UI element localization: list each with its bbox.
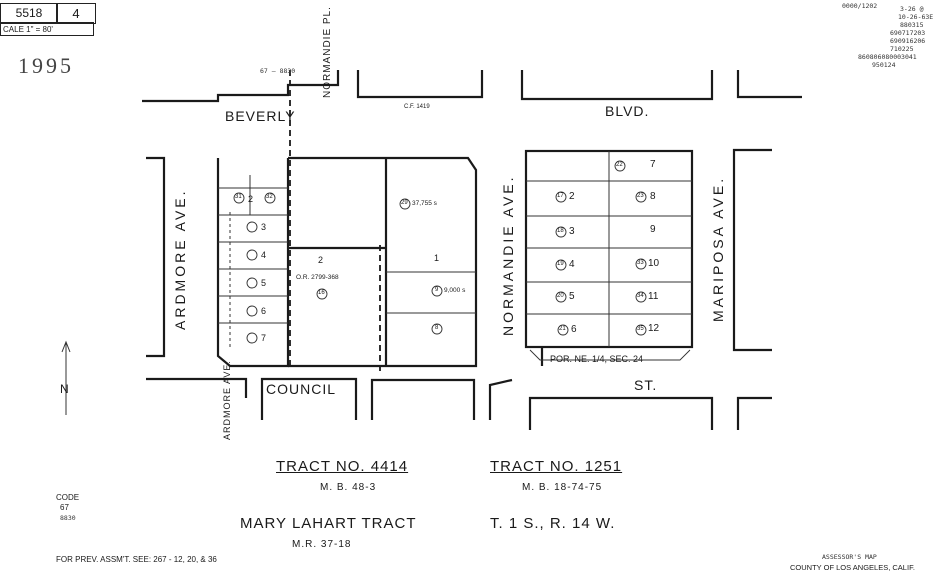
east-circle-34: 34 [637,293,644,299]
east-circle-23: 23 [637,193,644,199]
beverly-north-edge-4 [736,70,802,99]
west-lot-6: 6 [261,306,267,316]
revision-6: 710225 [890,45,914,53]
east-circle-17: 17 [557,193,564,199]
west-lot-7: 7 [261,333,267,343]
west-lot-5: 5 [261,278,267,288]
street-ardmore-ave: ARDMORE AVE. [172,188,188,330]
code-value: 67 [60,503,69,512]
east-lot-11: 11 [648,291,659,302]
scale-box: CALE 1" = 80' [0,22,94,36]
center-lot-2: 2 [318,255,324,265]
revision-3: 880315 [900,21,924,29]
east-left-4: 4 [569,259,575,270]
council-south [260,377,358,420]
top-code: 0000/1202 [842,2,878,10]
section-note: POR. NE. 1/4, SEC. 24 [550,354,644,364]
center-area-2: 9,000 s [444,287,466,294]
ardmore-west-edge [146,156,166,358]
revision-1: 3-26 @ [900,5,924,13]
west-lot-4: 4 [261,250,267,260]
east-circle-22: 22 [616,162,623,168]
page-box: 4 [56,3,96,24]
tract-4414: TRACT NO. 4414 [276,458,409,475]
tract-1251-ref: M. B. 18-74-75 [522,482,603,493]
east-circle-35: 35 [637,326,644,332]
assessor-map-title: ASSESSOR'S MAP [822,553,877,561]
street-normandie-pl: NORMANDIE PL. [322,6,333,98]
center-circle-16: 16 [318,290,325,296]
revision-7: 860806080003041 [858,53,917,61]
center-block-outline [288,156,478,368]
west-lot-2: 2 [248,194,254,204]
scale-label: CALE 1" = 80' [3,25,53,34]
top-code-67: 67 — 8830 [260,67,296,75]
east-left-6: 6 [571,324,577,335]
county-name: COUNTY OF LOS ANGELES, CALIF. [790,563,915,572]
township-range: T. 1 S., R. 14 W. [490,515,616,532]
east-left-2: 2 [569,191,575,202]
east-left-3: 3 [569,226,575,237]
east-circle-19: 19 [557,261,564,267]
revision-8: 950124 [872,61,896,69]
center-circle-8: 8 [435,325,439,331]
page-number: 4 [72,6,80,21]
st-south-2 [736,396,772,430]
year-stamp: 1995 [18,53,74,78]
tract-4414-ref: M. B. 48-3 [320,482,377,493]
map-book-box: 5518 [0,3,58,24]
east-lot-12: 12 [648,323,660,334]
east-lot-9: 9 [650,224,656,235]
street-beverly: BEVERLY [225,108,296,124]
west-block-outline [216,158,290,368]
street-normandie-ave: NORMANDIE AVE. [500,174,516,336]
mariposa-east-edge [732,148,772,352]
st-south [528,396,714,430]
street-mariposa-ave: MARIPOSA AVE. [710,175,726,322]
street-blvd: BLVD. [605,103,650,119]
west-lot-3: 3 [261,222,267,232]
street-council: COUNCIL [266,381,337,397]
revision-2: 10-26-63E [898,13,934,21]
west-circle-32: 32 [266,194,273,200]
previous-assessment: FOR PREV. ASSM'T. SEE: 267 - 12, 20, & 3… [56,555,217,564]
code-sub: 8830 [60,514,76,522]
center-circle-29: 29 [401,200,408,206]
tract-mary-lahart: MARY LAHART TRACT [240,515,417,532]
north-label: N [60,382,69,396]
council-south-2 [370,378,476,420]
beverly-north-edge-3 [520,70,714,101]
beverly-north-edge-2 [356,70,484,99]
east-lot-8: 8 [650,191,656,202]
cf-note: C.F. 1419 [404,104,430,110]
east-left-5: 5 [569,291,575,302]
east-circle-33: 33 [637,260,644,266]
council-north-edge-west [146,377,248,398]
east-circle-20: 20 [557,293,564,299]
tract-mary-lahart-ref: M.R. 37-18 [292,539,352,550]
revision-5: 690916206 [890,37,926,45]
east-circle-21: 21 [559,326,566,332]
tract-1251: TRACT NO. 1251 [490,458,623,475]
street-st: ST. [634,377,658,393]
revision-4: 690717203 [890,29,926,37]
center-area-1: 37,755 s [412,200,437,207]
code-label: CODE [56,493,80,502]
map-book-number: 5518 [15,6,43,20]
beverly-north-edge [142,70,340,103]
council-south-3 [488,378,513,420]
or-reference: O.R. 2799-368 [296,274,339,281]
center-lot-1: 1 [434,253,440,263]
east-circle-18: 18 [557,228,564,234]
center-circle-9: 9 [435,287,439,293]
east-lot-7: 7 [650,159,656,170]
west-circle-31: 31 [235,194,242,200]
east-lot-10: 10 [648,258,660,269]
street-ardmore-ave-short: ARDMORE AVE. [222,360,232,440]
